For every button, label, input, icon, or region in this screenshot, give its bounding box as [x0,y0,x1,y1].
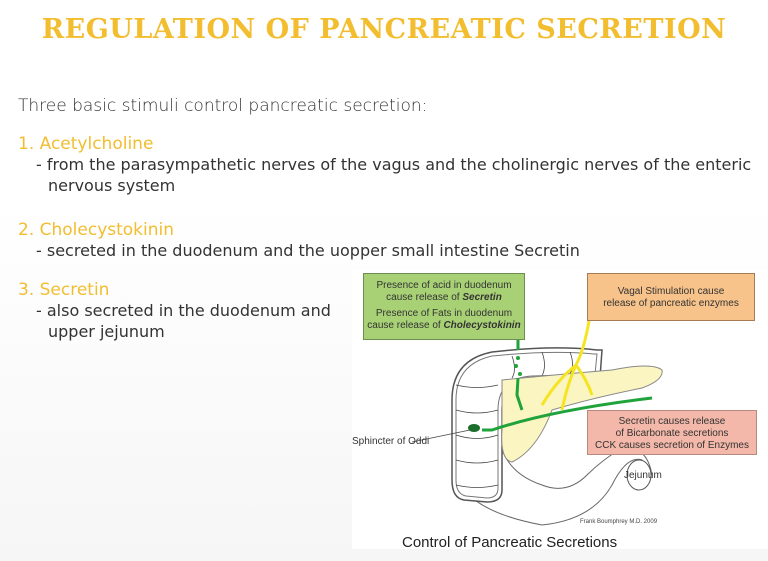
green-box-line: Presence of acid in duodenum [376,280,512,291]
figure-caption: Control of Pancreatic Secretions [402,534,618,551]
stimulus-desc: - secreted in the duodenum and the uoppe… [36,241,580,260]
stimulus-desc-cont: nervous system [48,176,176,195]
stimulus-heading: 1. Acetylcholine [18,134,154,154]
stimulus-desc: - from the parasympathetic nerves of the… [36,155,752,174]
pancreas-diagram: Presence of acid in duodenum cause relea… [352,270,768,551]
pink-box-line: CCK causes secretion of Enzymes [595,440,749,451]
sphincter-of-oddi [468,424,480,432]
pancreas [501,365,663,463]
green-box-line: cause release of Secretin [386,292,502,303]
intro-text: Three basic stimuli control pancreatic s… [18,96,428,116]
secretin-term: Secretin [462,292,502,303]
cholecystokinin-term: Cholecystokinin [443,320,521,331]
stimulus-heading: 3. Secretin [18,280,110,300]
effects-box: Secretin causes release of Bicarbonate s… [587,410,757,455]
stimulus-item-cholecystokinin: 2. Cholecystokinin - secreted in the duo… [18,220,580,261]
sphincter-label: Sphincter of Oddi [352,436,430,447]
orange-box-line: release of pancreatic enzymes [603,298,739,309]
green-box-line: Presence of Fats in duodenum [375,308,513,319]
stimulus-box-duodenum: Presence of acid in duodenum cause relea… [363,273,525,340]
pancreas-illustration [411,320,663,526]
stimulus-item-secretin: 3. Secretin - also secreted in the duode… [18,280,331,342]
stimulus-heading: 2. Cholecystokinin [18,220,175,240]
stimulus-desc-cont: upper jejunum [48,322,165,341]
vagal-stimulation-box: Vagal Stimulation cause release of pancr… [587,273,755,321]
slide-title: REGULATION OF PANCREATIC SECRETION [41,14,727,45]
jejunum-label: Jejunum [624,470,662,481]
pink-box-line: Secretin causes release [618,416,726,427]
vagal-nerve [540,320,594,411]
orange-box-line: Vagal Stimulation cause [617,286,725,297]
figure-credit: Frank Boumphrey M.D. 2009 [580,519,658,525]
duodenum-inner [455,351,598,499]
stimulus-item-acetylcholine: 1. Acetylcholine - from the parasympathe… [18,134,751,196]
stimulus-desc: - also secreted in the duodenum and [36,301,331,320]
pink-box-line: of Bicarbonate secretions [615,428,729,439]
green-box-line: cause release of Cholecystokinin [367,320,521,331]
